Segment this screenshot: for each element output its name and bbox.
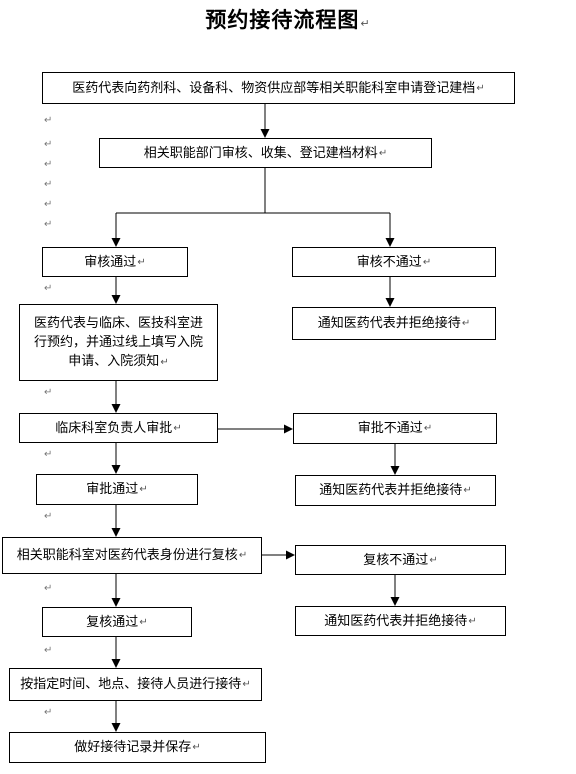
paragraph-mark: ↵ xyxy=(44,139,53,150)
node-approve: 临床科室负责人审批↵ xyxy=(19,413,218,443)
node-record: 做好接待记录并保存↵ xyxy=(9,732,266,763)
node-recheck: 相关职能科室对医药代表身份进行复核↵ xyxy=(2,537,262,574)
paragraph-mark: ↵ xyxy=(44,283,53,294)
node-notify-1: 通知医药代表并拒绝接待↵ xyxy=(292,307,496,340)
paragraph-mark: ↵ xyxy=(44,199,53,210)
paragraph-mark: ↵ xyxy=(44,707,53,718)
paragraph-mark: ↵ xyxy=(44,219,53,230)
paragraph-mark: ↵ xyxy=(44,583,53,594)
diagram-title: 预约接待流程图↵ xyxy=(205,8,371,32)
node-notify-3: 通知医药代表并拒绝接待↵ xyxy=(295,606,506,636)
node-approve-pass: 审批通过↵ xyxy=(36,474,198,505)
node-approve-fail: 审批不通过↵ xyxy=(293,413,497,444)
node-review-fail: 审核不通过↵ xyxy=(292,247,496,277)
node-notify-2: 通知医药代表并拒绝接待↵ xyxy=(295,475,496,506)
node-review: 相关职能部门审核、收集、登记建档材料↵ xyxy=(99,138,432,168)
paragraph-mark: ↵ xyxy=(44,179,53,190)
node-reception: 按指定时间、地点、接待人员进行接待↵ xyxy=(9,668,262,701)
paragraph-mark: ↵ xyxy=(44,387,53,398)
paragraph-mark: ↵ xyxy=(44,645,53,656)
node-book: 医药代表与临床、医技科室进行预约，并通过线上填写入院申请、入院须知↵ xyxy=(19,304,218,381)
paragraph-mark: ↵ xyxy=(44,159,53,170)
paragraph-mark: ↵ xyxy=(44,115,53,126)
paragraph-mark: ↵ xyxy=(44,449,53,460)
paragraph-mark: ↵ xyxy=(44,511,53,522)
node-register: 医药代表向药剂科、设备科、物资供应部等相关职能科室申请登记建档↵ xyxy=(42,72,515,104)
node-recheck-fail: 复核不通过↵ xyxy=(295,545,506,575)
node-review-pass: 审核通过↵ xyxy=(42,247,188,277)
node-recheck-pass: 复核通过↵ xyxy=(42,607,192,637)
